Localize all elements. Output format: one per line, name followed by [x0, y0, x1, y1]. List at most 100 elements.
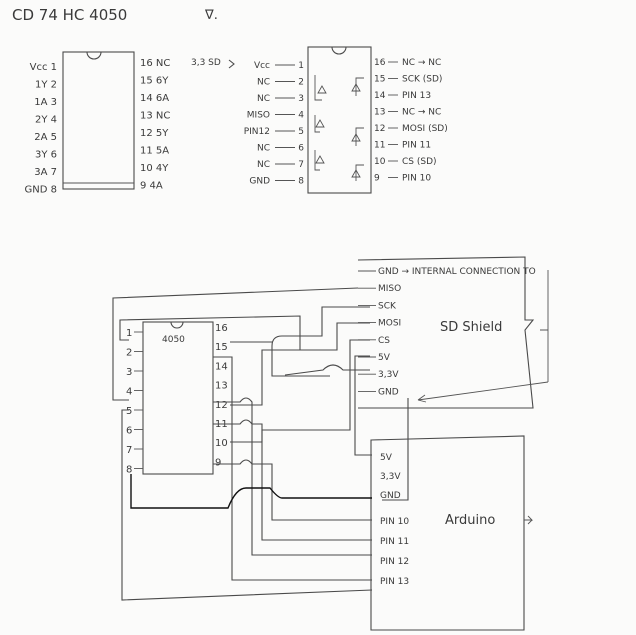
chip2-left-pin-number: 7: [298, 160, 304, 170]
sd-shield-pin-label: 5V: [378, 353, 391, 363]
wire-pin5: [121, 409, 373, 601]
wire-pin11: [213, 419, 372, 541]
sd-shield-pin-label: GND → INTERNAL CONNECTION TO: [378, 267, 536, 277]
chip2-right-pin-number: 11: [374, 141, 385, 151]
chip2-left-pin-number: 8: [298, 177, 304, 187]
arduino-title: Arduino: [445, 513, 495, 528]
chip2-right-pin-name: PIN 11: [402, 141, 431, 151]
chip1-right-pin-label: 11 5A: [140, 146, 169, 157]
chip1-left-pin-label: 3Y 6: [35, 150, 57, 161]
schematic-chip-notch: [170, 321, 184, 329]
buffer-icon: [351, 169, 361, 178]
chip2-left-pin-name: Vcc: [254, 61, 270, 71]
chip2-right-pin-name: CS (SD): [402, 157, 437, 167]
chip2-left-pin-name: NC: [257, 144, 270, 154]
chip2-right-pin-number: 16: [374, 58, 386, 68]
chip2-right-pin-number: 9: [374, 174, 380, 184]
chip2-left-pin-name: MISO: [247, 111, 270, 121]
wire-5v: [354, 355, 372, 456]
chip2-right-pin-name: PIN 13: [402, 91, 431, 101]
wire-pin13: [213, 356, 372, 581]
chip2-left-pin-name: PIN12: [244, 127, 270, 137]
schematic-left-pin-number: 3: [126, 367, 132, 378]
chip1-left-pin-label: 1Y 2: [35, 80, 57, 91]
sd-shield-pins: GND → INTERNAL CONNECTION TOMISOSCKMOSIC…: [358, 267, 536, 397]
schematic-right-pin-number: 14: [215, 361, 228, 372]
sd-shield: SD Shield GND → INTERNAL CONNECTION TOMI…: [357, 256, 549, 409]
chip1-right-pins: 16 NC 15 6Y 14 6A 13 NC 12 5Y 11 5A 10 4Y 9 4A: [140, 58, 170, 192]
chip2-left-pin-name: NC: [257, 160, 270, 170]
sd-shield-pin-label: GND: [378, 387, 399, 397]
chip2-left-pin-number: 5: [298, 127, 304, 137]
chip2-left-pin-name: NC: [257, 94, 270, 104]
schematic-left-pin-number: 1: [126, 328, 132, 339]
chip1-right-pin-label: 9 4A: [140, 181, 163, 192]
schematic-right-pin-number: 9: [215, 457, 221, 468]
chip2-left-pin-number: 6: [298, 144, 304, 154]
chip2-right-pin-number: 12: [374, 124, 385, 134]
chip2-right-pin-name: NC → NC: [402, 108, 441, 118]
wire-33v-hop: [284, 364, 370, 376]
wire-vcc-loop: [119, 315, 301, 351]
chip1-right-pin-label: 15 6Y: [140, 76, 169, 87]
arduino-pin-label: PIN 10: [380, 517, 409, 527]
chip2-right-pin-name: SCK (SD): [402, 75, 442, 85]
schematic-left-pin-number: 8: [126, 465, 132, 476]
wire-gnd: [130, 474, 372, 509]
chip2-right-pin-name: PIN 10: [402, 174, 431, 184]
sd-shield-pin-label: MOSI: [378, 319, 401, 329]
chip1-right-pin-label: 16 NC: [140, 58, 170, 69]
chip2-body: [307, 46, 372, 194]
wire-sck: [271, 306, 370, 377]
wire-cs: [230, 339, 370, 443]
chip2-right-pin-number: 14: [374, 91, 386, 101]
chip1-notch: [86, 51, 102, 60]
chip2-supply-label: 3,3 SD: [191, 58, 221, 68]
gnd-internal-arrow-icon: [417, 381, 549, 403]
wire-miso: [112, 287, 359, 401]
chip2-left-pin-name: GND: [249, 177, 270, 187]
chip1-left-pin-label: 2Y 4: [35, 115, 57, 126]
chip1-right-pin-label: 10 4Y: [140, 163, 169, 174]
schematic-right-pin-number: 15: [215, 342, 228, 353]
chip2-right-pin-name: NC → NC: [402, 58, 441, 68]
chip2-left-pin-number: 3: [298, 94, 304, 104]
buffer-icon: [351, 83, 361, 92]
sd-shield-body: [357, 256, 535, 409]
chip2-buffers: [314, 75, 364, 181]
sd-shield-pin-label: SCK: [378, 301, 397, 311]
schematic-right-pin-number: 10: [215, 438, 228, 449]
title-mark: ∇.: [204, 8, 218, 23]
chip2-left-pin-number: 1: [298, 61, 304, 71]
wires: [112, 287, 409, 601]
schematic-left-pin-number: 6: [126, 426, 132, 437]
chip1-right-pin-label: 12 5Y: [140, 128, 169, 139]
page-title: CD 74 HC 4050: [12, 6, 127, 24]
chip1-right-pin-label: 13 NC: [140, 111, 170, 122]
chip1-left-pin-label: 3A 7: [34, 167, 57, 178]
chip1-body: [62, 51, 135, 190]
arduino-pin-label: 3,3V: [380, 472, 401, 482]
arduino-pin-label: GND: [380, 491, 401, 501]
buffer-icon: [315, 155, 325, 164]
sd-shield-title: SD Shield: [440, 320, 502, 335]
chip2-right-pin-name: MOSI (SD): [402, 124, 448, 134]
chip2-left-pin-number: 4: [298, 111, 304, 121]
arduino-side-arrow-icon: [524, 515, 534, 525]
chip2-right-pin-number: 10: [374, 157, 386, 167]
supply-arrow-icon: [228, 59, 235, 69]
chip1-right-pin-label: 14 6A: [140, 93, 169, 104]
chip1-left-pin-label: Vcc 1: [30, 62, 57, 73]
schematic-chip-label: 4050: [162, 335, 185, 345]
sd-shield-pin-label: CS: [378, 336, 390, 346]
